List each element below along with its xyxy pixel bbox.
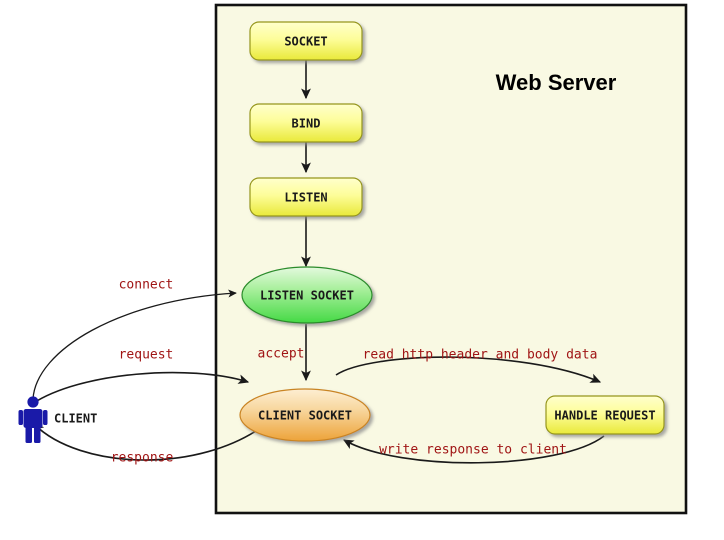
node-listen-shape[interactable] — [249, 177, 363, 217]
node-bind[interactable]: BIND — [249, 103, 363, 143]
edge-label-read-http: read http header and body data — [363, 348, 598, 363]
edge-group-client — [31, 289, 267, 461]
edge-handle-clientsocket — [343, 435, 605, 464]
node-socket-label: SOCKET — [284, 35, 327, 49]
node-bind-shape[interactable] — [249, 103, 363, 143]
container-title: Web Server — [496, 70, 617, 95]
edge-label-response: response — [111, 451, 174, 466]
edge-clientsocket-handle — [335, 356, 602, 383]
node-listen-socket[interactable]: LISTEN SOCKET — [241, 266, 373, 324]
edge-client-clientsocket — [31, 371, 250, 405]
node-listen-socket-label: LISTEN SOCKET — [260, 289, 354, 303]
node-client-socket-shape[interactable] — [239, 388, 371, 442]
node-handle-request[interactable]: HANDLE REQUEST — [545, 395, 665, 435]
node-socket[interactable]: SOCKET — [249, 21, 363, 61]
edge-label-request: request — [119, 348, 174, 363]
edge-group-handler — [335, 356, 605, 464]
node-bind-label: BIND — [292, 117, 321, 131]
node-client-socket[interactable]: CLIENT SOCKET — [239, 388, 371, 442]
node-client-socket-label: CLIENT SOCKET — [258, 409, 352, 423]
edge-label-accept: accept — [258, 347, 305, 362]
node-handle-request-shape[interactable] — [545, 395, 665, 435]
edge-clientsocket-client — [33, 423, 267, 461]
node-listen-socket-shape[interactable] — [241, 266, 373, 324]
node-listen[interactable]: LISTEN — [249, 177, 363, 217]
person-icon — [18, 396, 48, 443]
node-socket-shape[interactable] — [249, 21, 363, 61]
edge-label-group: connect request response accept read htt… — [111, 278, 598, 466]
edge-label-write-response: write response to client — [379, 443, 567, 458]
actor-client-label: CLIENT — [54, 412, 97, 426]
node-listen-label: LISTEN — [284, 191, 327, 205]
edge-label-connect: connect — [119, 278, 174, 293]
actor-client[interactable]: CLIENT — [18, 396, 98, 443]
edge-client-listensocket — [32, 289, 237, 400]
node-handle-request-label: HANDLE REQUEST — [554, 409, 655, 423]
